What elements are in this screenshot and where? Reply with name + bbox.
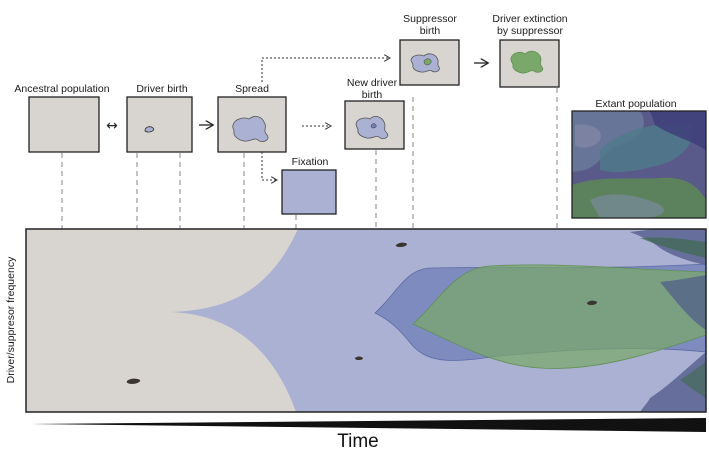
new-driver-cell — [370, 123, 377, 129]
x-axis-label: Time — [337, 431, 379, 450]
spread-blob — [232, 116, 269, 143]
extant-lineage-top-2 — [640, 237, 706, 258]
cell-marker — [126, 378, 141, 384]
driver-birth-box — [126, 96, 193, 153]
suppressor-region — [412, 264, 706, 369]
frequency-plot-frame — [25, 228, 707, 413]
suppressor-cell — [423, 58, 432, 66]
time-wedge — [30, 418, 706, 432]
extant-lineage-mid — [660, 275, 706, 330]
bidirectional-arrow: ↔ — [106, 118, 118, 134]
label-extant: Extant population — [595, 98, 676, 110]
label-suppressor-2: birth — [420, 25, 441, 37]
extant-lineage-bottom-2 — [680, 362, 706, 398]
cell-marker — [355, 356, 363, 360]
label-ancestral: Ancestral population — [14, 83, 109, 95]
ancestral-population-box — [28, 96, 100, 153]
cell-marker — [587, 300, 597, 305]
label-suppressor-1: Suppressor — [403, 13, 457, 25]
label-new-driver-1: New driver — [347, 77, 398, 89]
cell-marker — [395, 242, 407, 247]
y-axis-label: Driver/suppresor frequency — [5, 256, 17, 383]
driver-birth-cell — [144, 126, 155, 133]
extinction-blob — [510, 50, 544, 74]
fixation-box — [281, 169, 337, 215]
extant-lineage-bottom — [640, 352, 706, 412]
label-driver-birth: Driver birth — [136, 83, 188, 95]
frequency-plot — [26, 229, 706, 412]
label-extinction-1: Driver extinction — [492, 13, 567, 25]
label-extinction-2: by suppressor — [497, 25, 563, 37]
arrow-spread-to-suppressor — [261, 58, 389, 82]
arrow-spread-to-fixation — [261, 152, 276, 180]
extant-population-box — [571, 110, 707, 219]
label-new-driver-2: birth — [362, 89, 383, 101]
label-spread: Spread — [235, 83, 269, 95]
label-fixation: Fixation — [292, 156, 329, 168]
